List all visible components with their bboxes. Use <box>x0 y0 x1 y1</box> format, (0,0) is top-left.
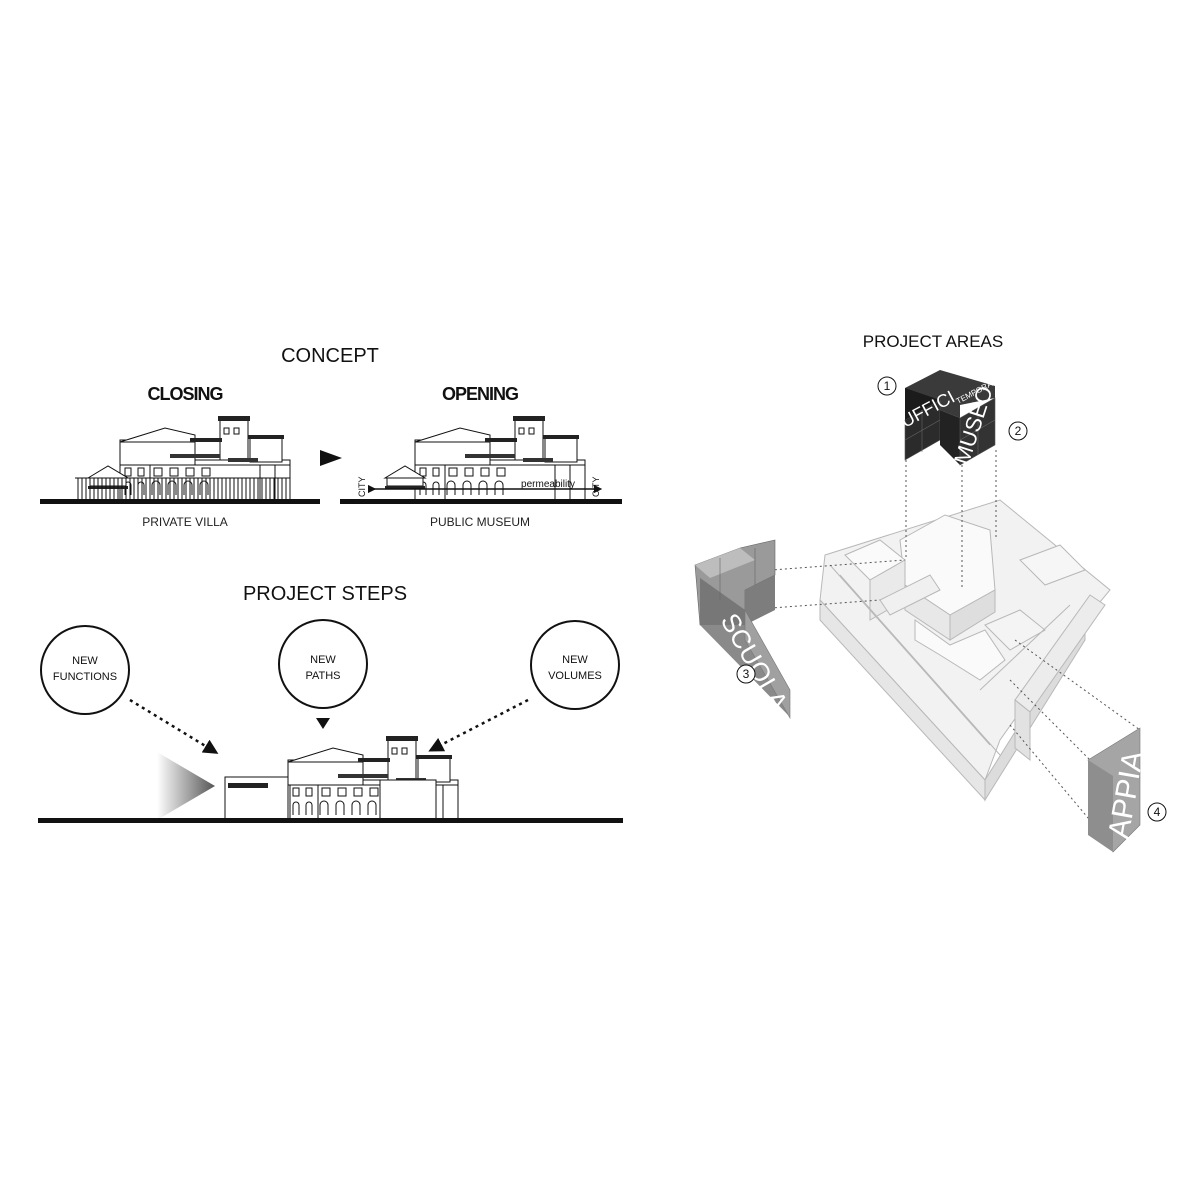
areas-title: PROJECT AREAS <box>863 332 1003 351</box>
closing-caption: PRIVATE VILLA <box>142 515 228 529</box>
marker-number: 3 <box>743 667 750 681</box>
areas-section: PROJECT AREAS <box>694 332 1167 853</box>
steps-section: PROJECT STEPS NEW FUNCTIONS NEW PATHS NE… <box>38 583 623 823</box>
marker-3: 3 <box>736 664 756 684</box>
step-new-paths: NEW PATHS <box>278 619 368 709</box>
marker-circle <box>1147 802 1167 822</box>
steps-villa-elevation <box>224 735 459 821</box>
marker-circle <box>736 664 756 684</box>
marker-2: 2 <box>1008 421 1028 441</box>
paths-arrow-icon <box>316 718 330 729</box>
step-line1: NEW <box>562 654 588 666</box>
concept-title: CONCEPT <box>281 345 379 367</box>
closing-villa-elevation <box>75 415 291 501</box>
site-axonometric <box>819 499 1111 802</box>
gradient-wedge-icon <box>157 752 215 820</box>
concept-section: CONCEPT CLOSING PRIVATE VILLA OPENING pe… <box>40 345 622 529</box>
marker-circle <box>1008 421 1028 441</box>
functions-arrow <box>129 698 219 754</box>
transition-arrow-icon <box>320 450 342 466</box>
steps-title: PROJECT STEPS <box>243 583 407 605</box>
marker-4: 4 <box>1147 802 1167 822</box>
step-line2: FUNCTIONS <box>53 671 117 683</box>
opening-ground-line <box>340 499 622 504</box>
opening-title: OPENING <box>442 384 518 404</box>
permeability-label: permeability <box>521 479 575 490</box>
marker-circle <box>877 376 897 396</box>
marker-number: 4 <box>1154 805 1161 819</box>
city-left-label: CITY <box>357 476 367 497</box>
block-appia: APPIA <box>1087 727 1150 853</box>
block-scuola: SCUOLA <box>694 539 795 720</box>
step-line2: VOLUMES <box>548 670 602 682</box>
marker-number: 1 <box>884 379 891 393</box>
closing-panel: CLOSING PRIVATE VILLA <box>40 384 320 529</box>
projection-lines <box>744 450 1141 851</box>
steps-ground-line <box>38 818 623 823</box>
step-circle <box>278 619 368 709</box>
step-line2: PATHS <box>305 670 340 682</box>
opening-panel: OPENING permeability CITY CITY PUBLIC MU… <box>340 384 622 529</box>
step-new-functions: NEW FUNCTIONS <box>40 625 130 715</box>
step-line1: NEW <box>72 655 98 667</box>
closing-ground-line <box>40 499 320 504</box>
step-circle <box>530 620 620 710</box>
step-line1: NEW <box>310 654 336 666</box>
closing-title: CLOSING <box>147 384 222 404</box>
opening-caption: PUBLIC MUSEUM <box>430 515 530 529</box>
block-uffici-museo: UFFICI TEMPORARY MUSEO <box>897 370 1004 468</box>
marker-1: 1 <box>877 376 897 396</box>
volumes-arrow <box>428 698 529 752</box>
step-circle <box>40 625 130 715</box>
block-scuola-label: SCUOLA <box>715 608 795 716</box>
fence <box>75 478 290 500</box>
marker-number: 2 <box>1015 424 1022 438</box>
step-new-volumes: NEW VOLUMES <box>530 620 620 710</box>
city-right-label: CITY <box>591 476 601 497</box>
